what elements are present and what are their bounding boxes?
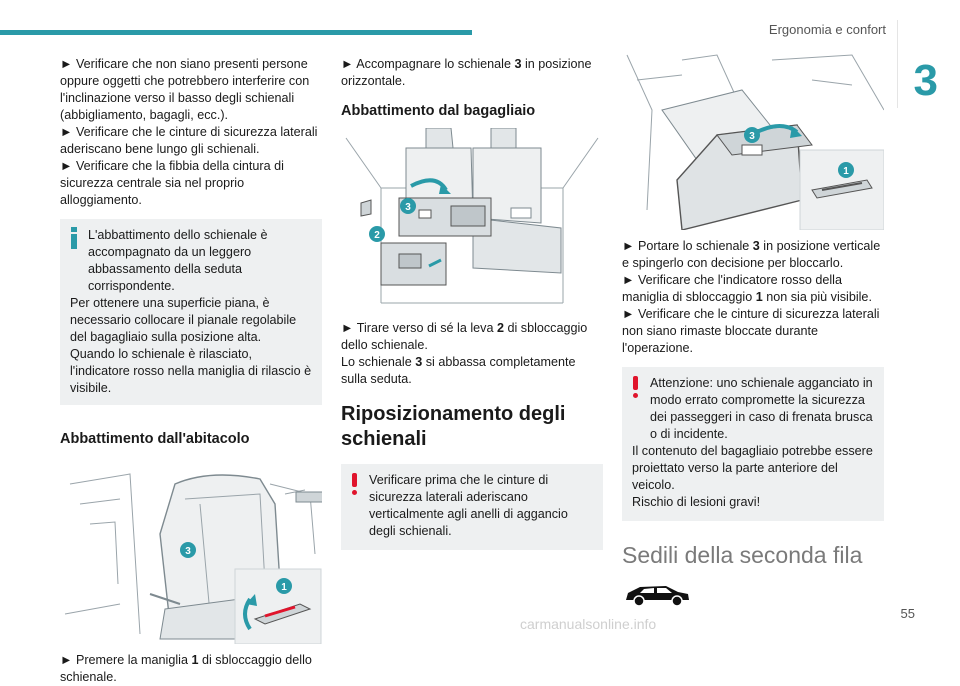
warning-icon [351, 473, 359, 495]
bullet-2: ► Verificare che le cinture di sicurezza… [60, 125, 318, 156]
main-section-title: Riposizionamento degli schienali [341, 403, 566, 450]
ref: 3 [415, 355, 423, 369]
bullet-3: ► Verificare che le cinture di sicurezza… [622, 307, 880, 355]
warning-note: Attenzione: uno schienale agganciato in … [622, 367, 884, 521]
section-title: Abbattimento dal bagagliaio [341, 103, 536, 119]
trunk-illustration: 3 2 [345, 127, 599, 304]
seat-lock-illustration: 3 1 [626, 54, 885, 231]
chapter-tab: 3 [897, 20, 960, 108]
figure-seat-lock: 3 1 [622, 50, 885, 231]
bullet-2: ► Verificare che l'indicatore rosso dell… [622, 272, 884, 306]
text: di sbloccaggio dello schienale. [341, 321, 588, 352]
caption-ref: 1 [191, 653, 199, 667]
callout-1 [838, 162, 854, 178]
callout-label: 3 [749, 131, 755, 142]
column-2: ► Accompagnare lo schienale 3 in posizio… [341, 56, 603, 550]
figure-caption: Lo schienale 3 si abbassa completamente … [341, 354, 603, 388]
text: si abbassa completamente sulla seduta. [341, 355, 576, 386]
ref: 1 [755, 290, 763, 304]
warning-icon [632, 376, 640, 398]
info-icon [70, 227, 78, 249]
text: ► Portare lo schienale [622, 239, 753, 253]
suv-car-icon [622, 582, 884, 613]
figure-caption: ► Premere la maniglia 1 di sbloccaggio d… [60, 652, 322, 686]
bullet-1: ► Portare lo schienale 3 in posizione ve… [622, 238, 884, 272]
figure-trunk: 3 2 [341, 127, 603, 310]
column-3: 3 1 ► Portare lo schienale 3 in posizion… [622, 50, 885, 613]
ref: 2 [496, 321, 504, 335]
section-title: Abbattimento dall'abitacolo [60, 431, 250, 447]
section-title: Sedili della seconda fila [622, 542, 863, 568]
callout-label: 3 [405, 202, 411, 213]
callout-3 [744, 127, 760, 143]
chapter-title: Ergonomia e confort [768, 22, 886, 37]
info-note-line: Quando lo schienale è rilasciato, l'indi… [70, 347, 312, 395]
callout-3 [180, 542, 196, 558]
watermark: carmanualsonline.info [520, 616, 657, 632]
intro-bullet: ► Accompagnare lo schienale 3 in posizio… [341, 56, 603, 90]
car-shape [626, 586, 689, 607]
text: non sia più visibile. [762, 290, 872, 304]
callout-2 [369, 226, 385, 242]
callout-label: 1 [281, 582, 287, 593]
caption-text: ► Premere la maniglia [60, 653, 192, 667]
callout-label: 1 [843, 166, 849, 177]
chapter-number: 3 [913, 56, 938, 105]
ref: 3 [752, 239, 760, 253]
warning-text: Verificare prima che le cinture di sicur… [369, 473, 568, 538]
text: in posizione orizzontale. [341, 57, 592, 88]
header-accent-bar [0, 30, 472, 35]
figure-caption: ► Tirare verso di sé la leva 2 di sblocc… [341, 320, 603, 354]
text: ► Accompagnare lo schienale [341, 57, 515, 71]
text: in posizione verticale e spingerlo con d… [622, 239, 881, 270]
figure-cabin-seat: 3 1 [60, 464, 327, 645]
seat-illustration: 3 1 [64, 473, 327, 645]
callout-label: 2 [374, 230, 380, 241]
info-note-line: Per ottenere una superficie piana, è nec… [70, 296, 297, 344]
page-number: 55 [900, 606, 915, 621]
warning-line: Il contenuto del bagagliaio potrebbe ess… [632, 444, 873, 492]
info-note-first: L'abbattimento dello schienale è accompa… [88, 228, 268, 293]
warning-note: Verificare prima che le cinture di sicur… [341, 464, 603, 550]
callout-label: 3 [185, 546, 191, 557]
text: ► Verificare che l'indicatore rosso dell… [622, 273, 842, 304]
callout-1 [276, 578, 292, 594]
bullet-1: ► Verificare che non siano presenti pers… [60, 57, 310, 122]
text: Lo schienale [341, 355, 416, 369]
warning-line: Rischio di lesioni gravi! [632, 495, 761, 509]
callout-3 [400, 198, 416, 214]
info-note: L'abbattimento dello schienale è accompa… [60, 219, 322, 405]
ref: 3 [514, 57, 522, 71]
column-1: ► Verificare che non siano presenti pers… [60, 56, 327, 686]
warning-first: Attenzione: uno schienale agganciato in … [650, 376, 873, 441]
bullet-3: ► Verificare che la fibbia della cintura… [60, 159, 284, 207]
text: ► Tirare verso di sé la leva [341, 321, 497, 335]
